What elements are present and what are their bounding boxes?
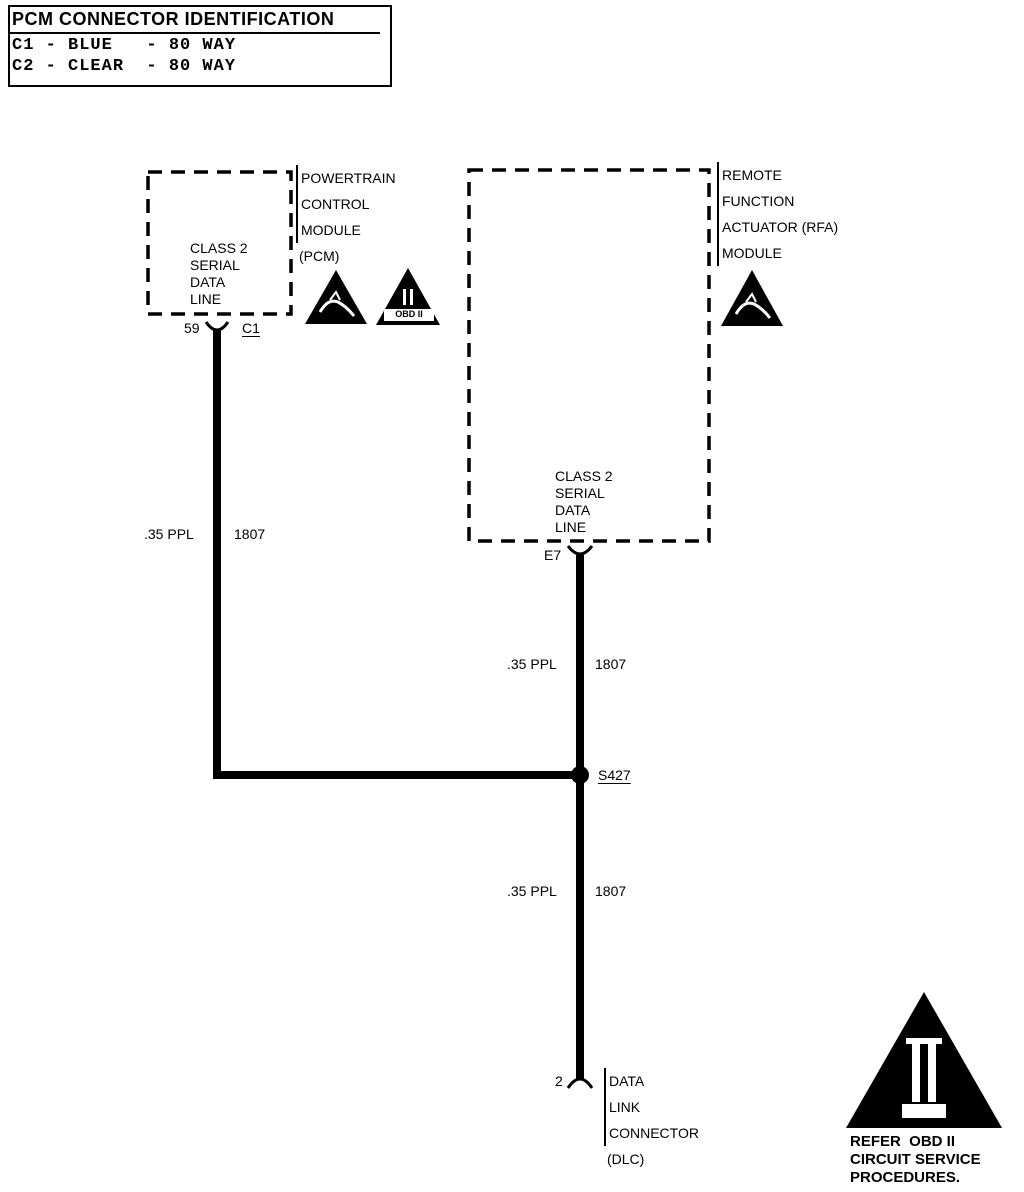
pcm-name-line-3: MODULE xyxy=(296,217,396,243)
splice-dot xyxy=(571,766,589,784)
pcm-connector-symbol xyxy=(204,321,230,332)
connector-id-divider xyxy=(10,32,380,34)
rfa-name-line-2: FUNCTION xyxy=(717,188,838,214)
dlc-name-line-4: (DLC) xyxy=(607,1151,645,1167)
dlc-wire-circuit: 1807 xyxy=(595,883,627,899)
rfa-name-line-1: REMOTE xyxy=(717,162,838,188)
connector-id-row-c1: C1 - BLUE - 80 WAY xyxy=(12,36,237,55)
pcm-connector-label: C1 xyxy=(242,320,260,336)
refer-note-line-3: PROCEDURES. xyxy=(850,1169,961,1186)
dlc-name-line-1: DATA xyxy=(604,1068,699,1094)
pcm-inner-line-4: LINE xyxy=(190,291,222,307)
esd-icon-rfa xyxy=(721,270,783,326)
pcm-wire-circuit: 1807 xyxy=(234,526,266,542)
rfa-wire-circuit: 1807 xyxy=(595,656,627,672)
rfa-inner-line-3: DATA xyxy=(555,502,591,518)
rfa-inner-line-4: LINE xyxy=(555,519,587,535)
esd-icon-pcm xyxy=(305,270,367,324)
rfa-name-line-4: MODULE xyxy=(717,240,838,266)
rfa-module-outline xyxy=(467,168,711,543)
rfa-pin-number: E7 xyxy=(544,547,562,563)
pcm-inner-line-3: DATA xyxy=(190,274,226,290)
splice-label: S427 xyxy=(598,767,631,783)
rfa-wire-gauge-color: .35 PPL xyxy=(507,656,557,672)
refer-note-line-2: CIRCUIT SERVICE xyxy=(850,1151,981,1168)
pcm-name-line-4: (PCM) xyxy=(299,248,340,264)
pcm-inner-line-1: CLASS 2 xyxy=(190,240,248,256)
refer-obd-note: REFER OBD II CIRCUIT SERVICE PROCEDURES. xyxy=(850,1133,981,1187)
connector-id-table xyxy=(8,5,392,87)
dlc-pin-number: 2 xyxy=(555,1073,563,1089)
pcm-module-outline xyxy=(146,170,293,316)
rfa-connector-symbol xyxy=(566,545,594,556)
pcm-pin-number: 59 xyxy=(184,320,200,336)
rfa-inner-line-2: SERIAL xyxy=(555,485,605,501)
connector-id-title: PCM CONNECTOR IDENTIFICATION xyxy=(12,9,335,29)
refer-note-line-1: REFER OBD II xyxy=(850,1133,956,1150)
dlc-connector-symbol xyxy=(566,1077,594,1089)
connector-id-row-c2: C2 - CLEAR - 80 WAY xyxy=(12,57,237,76)
dlc-name: DATA LINK CONNECTOR (DLC) xyxy=(604,1068,699,1172)
dlc-name-line-2: LINK xyxy=(604,1094,699,1120)
dlc-wire-gauge-color: .35 PPL xyxy=(507,883,557,899)
rfa-module-name: REMOTE FUNCTION ACTUATOR (RFA) MODULE xyxy=(717,162,838,266)
obd-ii-small-badge-text: OBD II xyxy=(395,309,423,319)
pcm-name-line-2: CONTROL xyxy=(296,191,396,217)
rfa-inner-line-1: CLASS 2 xyxy=(555,468,613,484)
pcm-inner-line-2: SERIAL xyxy=(190,257,240,273)
rfa-inner-label: CLASS 2 SERIAL DATA LINE xyxy=(555,468,613,536)
pcm-module-name: POWERTRAIN CONTROL MODULE (PCM) xyxy=(296,165,396,269)
rfa-name-line-3: ACTUATOR (RFA) xyxy=(717,214,838,240)
obd-ii-large-icon xyxy=(846,992,1002,1128)
pcm-name-line-1: POWERTRAIN xyxy=(296,165,396,191)
pcm-wire-gauge-color: .35 PPL xyxy=(144,526,194,542)
dlc-name-line-3: CONNECTOR xyxy=(604,1120,699,1146)
pcm-inner-label: CLASS 2 SERIAL DATA LINE xyxy=(190,240,248,308)
obd-ii-small-icon xyxy=(376,268,440,325)
